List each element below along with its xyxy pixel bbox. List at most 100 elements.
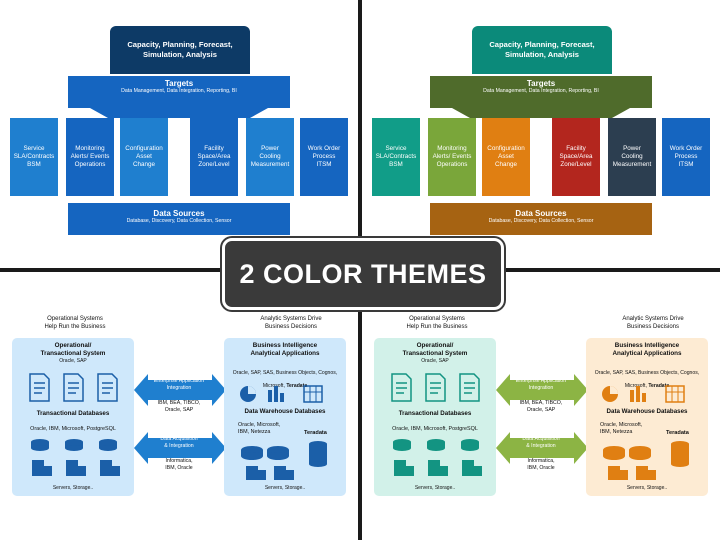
column-power: Power Cooling Measurement — [608, 118, 656, 196]
transactional-db-title: Transactional Databases — [398, 410, 472, 417]
column-label: Configuration Asset Change — [125, 144, 163, 169]
eai-label: Enterprise Application Integration — [515, 378, 567, 391]
integration-arrow-top — [134, 374, 226, 406]
document-icons — [29, 373, 118, 402]
analytic-footer: Servers, Storage.. — [626, 485, 668, 491]
integration-arrow-top — [496, 374, 588, 406]
analytics-icons — [602, 385, 685, 403]
targets-title: Targets — [164, 79, 194, 88]
capacity-text: Capacity, Planning, Forecast, Simulation… — [127, 39, 233, 59]
sources-band: Data Sources Database, Discovery, Data C… — [430, 203, 652, 241]
column-facility: Facility Space/Area Zone/Level — [552, 118, 600, 196]
column-configuration: Configuration Asset Change — [482, 118, 530, 196]
bi-vendors-line2: Microsoft, — [624, 382, 649, 389]
targets-band: Targets Data Management, Data Integratio… — [430, 76, 652, 111]
right-header: Analytic Systems Drive Business Decision… — [622, 316, 684, 330]
operational-title: Operational/ Transactional System — [402, 342, 468, 357]
column-label: Monitoring Alerts/ Events Operations — [432, 144, 472, 169]
warehouse-db-icons — [241, 441, 327, 480]
column-label: Monitoring Alerts/ Events Operations — [70, 144, 110, 169]
warehouse-db-icons — [603, 441, 689, 480]
dw-title: Data Warehouse Databases — [244, 408, 326, 415]
document-icons — [391, 373, 480, 402]
capacity-box: Capacity, Planning, Forecast, Simulation… — [110, 26, 250, 74]
bi-vendors: Oracle, SAP, SAS, Business Objects, Cogn… — [224, 363, 346, 389]
bi-vendors-line2: Microsoft, — [262, 382, 287, 389]
column-label: Service SLA/Contracts BSM — [375, 144, 417, 169]
dai-vendors: Informatica, IBM, Oracle — [165, 458, 193, 471]
database-server-icons — [31, 439, 120, 476]
column-monitoring: Monitoring Alerts/ Events Operations — [428, 118, 476, 196]
targets-title: Targets — [526, 79, 556, 88]
operational-footer: Servers, Storage.. — [414, 485, 456, 491]
analytic-panel: Business Intelligence Analytical Applica… — [224, 338, 346, 496]
bi-vendors-bold: Teradata — [648, 382, 670, 389]
analytic-panel: Business Intelligence Analytical Applica… — [586, 338, 708, 496]
column-label: Configuration Asset Change — [487, 144, 525, 169]
teradata-label: Teradata — [304, 430, 327, 436]
column-service: Service SLA/Contracts BSM — [10, 118, 58, 196]
bi-title: Business Intelligence Analytical Applica… — [250, 342, 320, 357]
capacity-text: Capacity, Planning, Forecast, Simulation… — [489, 39, 595, 59]
column-monitoring: Monitoring Alerts/ Events Operations — [66, 118, 114, 196]
dw-vendors: Oracle, Microsoft, IBM, Netezza — [600, 422, 643, 436]
operational-footer: Servers, Storage.. — [52, 485, 94, 491]
top-diagram-blue: Capacity, Planning, Forecast, Simulation… — [0, 0, 358, 268]
left-header: Operational Systems Help Run the Busines… — [44, 316, 106, 330]
transactional-db-vendors: Oracle, IBM, Microsoft, PostgreSQL — [392, 426, 478, 432]
capacity-box: Capacity, Planning, Forecast, Simulation… — [472, 26, 612, 74]
targets-band: Targets Data Management, Data Integratio… — [68, 76, 290, 111]
column-configuration: Configuration Asset Change — [120, 118, 168, 196]
bi-title: Business Intelligence Analytical Applica… — [612, 342, 682, 357]
bi-vendors-bold: Teradata — [286, 382, 308, 389]
top-diagram-multicolor: Capacity, Planning, Forecast, Simulation… — [362, 0, 720, 268]
operational-panel: Operational/ Transactional System Oracle… — [374, 338, 496, 496]
analytics-icons — [240, 385, 323, 403]
dai-vendors: Informatica, IBM, Oracle — [527, 458, 555, 471]
operational-title: Operational/ Transactional System — [40, 342, 106, 357]
banner-title: 2 COLOR THEMES — [239, 258, 487, 289]
database-server-icons — [393, 439, 482, 476]
operational-sub: Oracle, SAP — [421, 358, 449, 364]
bottom-diagram-multicolor: Operational Systems Help Run the Busines… — [362, 272, 720, 540]
eai-vendors: IBM, BEA, TIBCO, Oracle, SAP — [519, 400, 563, 413]
bi-vendors: Oracle, SAP, SAS, Business Objects, Cogn… — [586, 363, 708, 389]
column-label: Facility Space/Area Zone/Level — [197, 144, 231, 169]
column-service: Service SLA/Contracts BSM — [372, 118, 420, 196]
eai-label: Enterprise Application Integration — [153, 378, 205, 391]
diagram-shapes — [430, 76, 652, 235]
operational-sub: Oracle, SAP — [59, 358, 87, 364]
bi-vendors-line1: Oracle, SAP, SAS, Business Objects, Cogn… — [232, 369, 338, 376]
diagram-shapes — [68, 76, 290, 235]
column-label: Facility Space/Area Zone/Level — [559, 144, 593, 169]
column-work-order: Work Order Process ITSM — [662, 118, 710, 196]
eai-vendors: IBM, BEA, TIBCO, Oracle, SAP — [157, 400, 201, 413]
transactional-db-vendors: Oracle, IBM, Microsoft, PostgreSQL — [30, 426, 116, 432]
dw-title: Data Warehouse Databases — [606, 408, 688, 415]
sources-title: Data Sources — [153, 209, 205, 218]
column-work-order: Work Order Process ITSM — [300, 118, 348, 196]
column-facility: Facility Space/Area Zone/Level — [190, 118, 238, 196]
sources-subtitle: Database, Discovery, Data Collection, Se… — [488, 218, 594, 224]
column-label: Service SLA/Contracts BSM — [13, 144, 55, 169]
transactional-db-title: Transactional Databases — [36, 410, 110, 417]
right-header: Analytic Systems Drive Business Decision… — [260, 316, 322, 330]
targets-subtitle: Data Management, Data Integration, Repor… — [483, 88, 599, 94]
dw-vendors: Oracle, Microsoft, IBM, Netezza — [238, 422, 281, 436]
sources-title: Data Sources — [515, 209, 567, 218]
bottom-diagram-blue: Operational Systems Help Run the Busines… — [0, 272, 358, 540]
analytic-footer: Servers, Storage.. — [264, 485, 306, 491]
column-label: Work Order Process ITSM — [669, 144, 703, 169]
dai-label: Data Acquisition & Integration — [160, 436, 198, 449]
integration-arrow-bottom — [496, 432, 588, 464]
column-label: Power Cooling Measurement — [612, 144, 652, 169]
dai-label: Data Acquisition & Integration — [522, 436, 560, 449]
teradata-label: Teradata — [666, 430, 689, 436]
bi-vendors-line1: Oracle, SAP, SAS, Business Objects, Cogn… — [594, 369, 700, 376]
color-themes-banner: 2 COLOR THEMES — [222, 238, 504, 310]
left-header: Operational Systems Help Run the Busines… — [406, 316, 468, 330]
sources-subtitle: Database, Discovery, Data Collection, Se… — [126, 218, 232, 224]
column-power: Power Cooling Measurement — [246, 118, 294, 196]
column-label: Work Order Process ITSM — [307, 144, 341, 169]
sources-band: Data Sources Database, Discovery, Data C… — [68, 203, 290, 241]
